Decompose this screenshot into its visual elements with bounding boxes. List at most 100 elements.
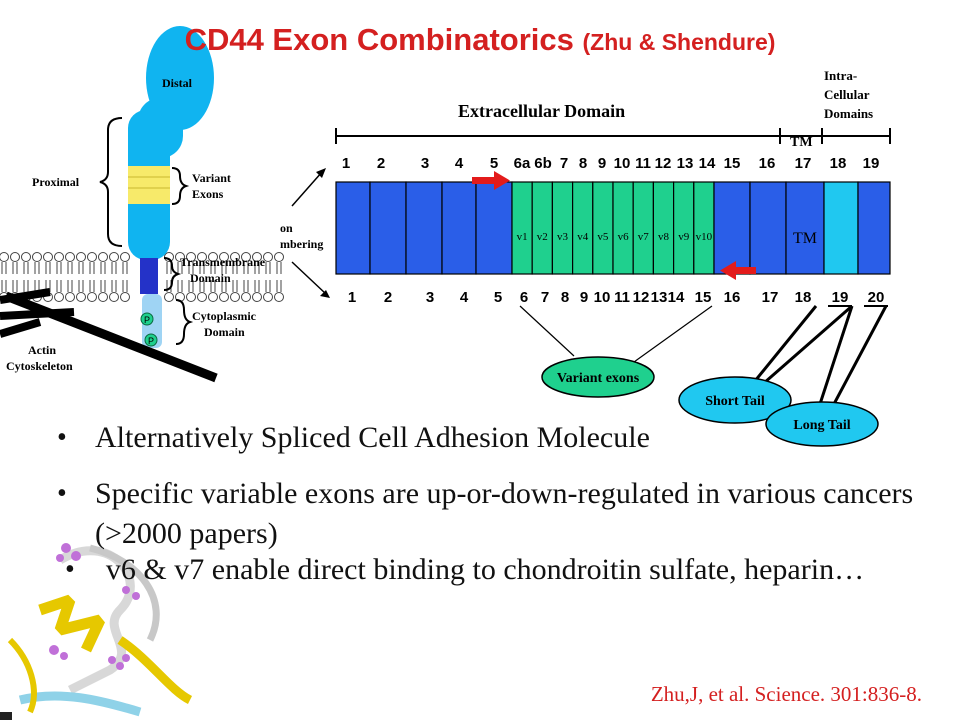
exon-box-label: v10 <box>696 231 713 243</box>
variant-exons-label-1: Variant <box>192 171 231 185</box>
cytoplasmic-bracket <box>175 299 194 345</box>
cytoplasmic-label-1: Cytoplasmic <box>192 309 257 323</box>
top-exon-number: 6a <box>514 155 531 172</box>
top-exon-number: 12 <box>655 155 672 172</box>
bottom-exon-number: 16 <box>724 289 741 306</box>
citation: Zhu,J, et al. Science. 301:836-8. <box>650 682 922 706</box>
exon-box-label: v8 <box>658 231 670 243</box>
bottom-exon-number: 1 <box>348 289 356 306</box>
bottom-exon-number: 6 <box>520 289 528 306</box>
transmembrane-label-2: Domain <box>190 271 231 285</box>
long-tail-oval-label: Long Tail <box>793 418 850 433</box>
phospho-site-2 <box>144 333 158 347</box>
exon-box <box>369 181 407 275</box>
exon-box <box>785 181 825 275</box>
bottom-exon-number: 18 <box>795 289 812 306</box>
distal-label: Distal <box>162 76 193 90</box>
top-exon-number: 7 <box>560 155 568 172</box>
top-exon-number: 1 <box>342 155 350 172</box>
bullet-dot: • <box>65 554 75 585</box>
exon-box <box>749 181 787 275</box>
tm-domain-label: TM <box>790 135 813 150</box>
proximal-bracket <box>99 117 123 247</box>
intracellular-label-2: Cellular <box>824 87 870 102</box>
bottom-exon-number: 13 <box>651 289 668 306</box>
actin-filaments <box>0 288 218 383</box>
phospho-site-1 <box>140 312 154 326</box>
bullet-dot: • <box>57 478 67 509</box>
top-exon-number: 9 <box>598 155 606 172</box>
exon-box <box>531 181 554 275</box>
exon-box <box>571 181 594 275</box>
exon-box <box>592 181 614 275</box>
top-exon-number: 18 <box>830 155 847 172</box>
bottom-exon-number: 8 <box>561 289 569 306</box>
top-exon-number: 8 <box>579 155 587 172</box>
exon-box-label: v3 <box>557 231 569 243</box>
bullet-item-2: • Specific variable exons are up-or-down-… <box>55 474 915 554</box>
numbering-label-2: mbering <box>280 237 323 251</box>
variant-exons-oval-label: Variant exons <box>557 371 640 386</box>
exon-box <box>652 181 675 275</box>
bullet-list: • Alternatively Spliced Cell Adhesion Mol… <box>55 418 915 606</box>
intracellular-label-1: Intra- <box>824 68 857 83</box>
variant-exons-label-2: Exons <box>192 187 224 201</box>
bottom-exon-number: 10 <box>594 289 611 306</box>
red-arrow-left <box>720 261 756 280</box>
exon-box-label: v5 <box>597 231 609 243</box>
short-tail-oval <box>678 376 792 424</box>
exon-box <box>693 181 715 275</box>
bottom-exon-number: 11 <box>614 289 630 306</box>
slide-title: CD44 Exon Combinatorics (Zhu & Shendure) <box>0 22 960 58</box>
phospho-label-1: P <box>144 315 150 325</box>
red-arrow-right <box>472 171 510 190</box>
exon-box <box>405 181 443 275</box>
numbering-label-1: on <box>280 221 293 235</box>
exon-box-label: v1 <box>517 231 528 243</box>
top-exon-number: 11 <box>635 155 651 172</box>
exon-box <box>551 181 574 275</box>
exon-box-label: v7 <box>638 231 650 243</box>
long-tail-oval <box>765 401 879 447</box>
protein-structure-image <box>0 543 193 720</box>
top-exon-number: 6b <box>534 155 552 172</box>
bottom-exon-number: 2 <box>384 289 392 306</box>
top-exon-number: 14 <box>699 155 716 172</box>
top-exon-number: 15 <box>724 155 741 172</box>
exon-box <box>441 181 477 275</box>
exon-box-label: v6 <box>618 231 630 243</box>
bottom-exon-number: 3 <box>426 289 434 306</box>
top-exon-number: 10 <box>614 155 631 172</box>
phospho-label-2: P <box>148 336 154 346</box>
lipid-bilayer <box>0 252 284 302</box>
bullet-dot: • <box>57 422 67 453</box>
numbering-arrow-top <box>291 171 323 207</box>
bottom-exon-number: 9 <box>580 289 588 306</box>
bullet-text-2: Specific variable exons are up-or-down-r… <box>95 477 914 550</box>
bottom-exon-number: 12 <box>633 289 650 306</box>
intracellular-label-3: Domains <box>824 106 873 121</box>
title-sub: (Zhu & Shendure) <box>582 29 776 55</box>
top-exon-number: 17 <box>795 155 812 172</box>
variant-exons-band <box>128 166 170 204</box>
top-exon-number: 2 <box>377 155 385 172</box>
bottom-exon-number: 19 <box>832 289 849 306</box>
exon-box <box>823 181 859 275</box>
bottom-exon-number: 4 <box>460 289 469 306</box>
actin-label-1: Actin <box>28 343 56 357</box>
proximal-label: Proximal <box>32 175 80 189</box>
exon-box <box>713 181 751 275</box>
exon-map-diagram: Extracellular Domain TM Intra- Cellular … <box>280 68 891 447</box>
top-exon-number: 3 <box>421 155 429 172</box>
exon-box <box>475 181 513 275</box>
bottom-exon-number: 15 <box>695 289 712 306</box>
transmembrane-label-1: Transmembrane <box>180 255 266 269</box>
exon-box-label: v2 <box>537 231 548 243</box>
variant-exons-oval <box>541 356 655 398</box>
bottom-exon-number: 20 <box>868 289 885 306</box>
bullet-text-1: Alternatively Spliced Cell Adhesion Mole… <box>95 421 650 454</box>
